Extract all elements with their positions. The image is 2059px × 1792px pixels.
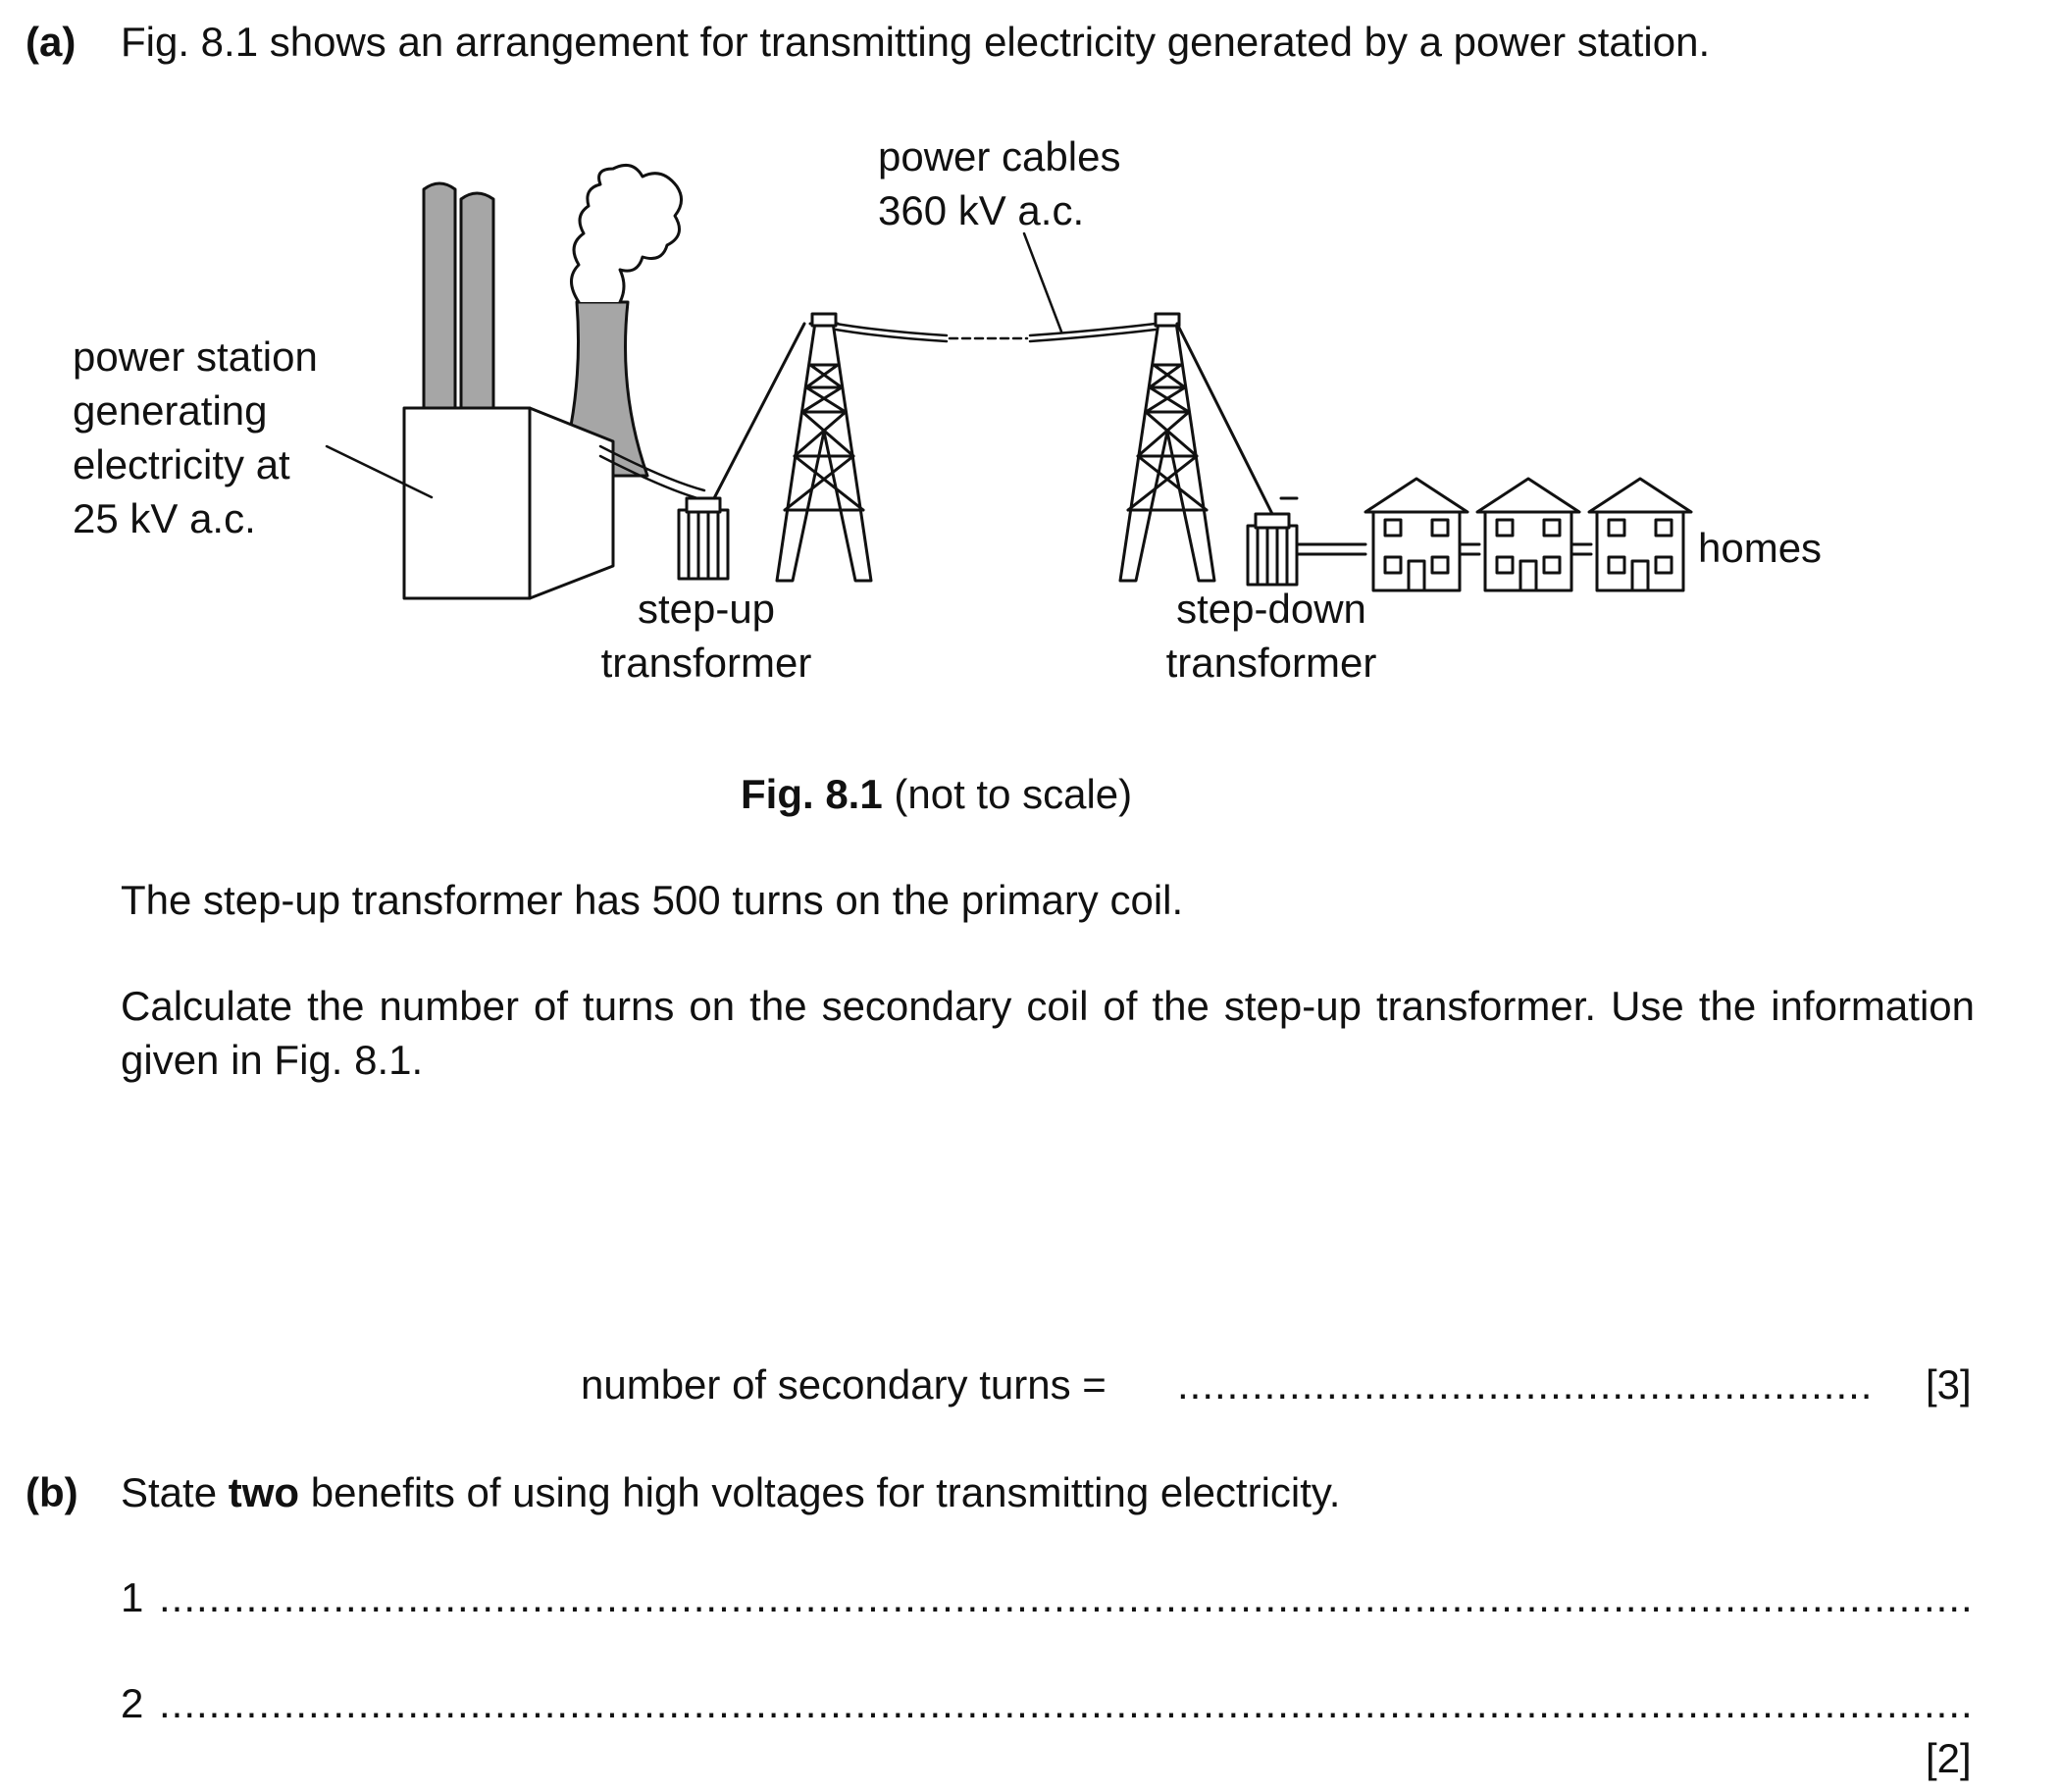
- part-a-intro: Fig. 8.1 shows an arrangement for transm…: [121, 19, 1711, 65]
- label-power-cables: power cables 360 kV a.c.: [878, 133, 1121, 233]
- part-b-marker: (b): [26, 1469, 78, 1515]
- fig-8-1-diagram: [325, 163, 1693, 600]
- answer-label: number of secondary turns =: [581, 1361, 1107, 1408]
- answer-line-1-number: 1: [121, 1574, 144, 1620]
- figure-caption: Fig. 8.1 (not to scale): [741, 771, 1133, 817]
- question-calc-text: Calculate the number of turns on the sec…: [121, 983, 1975, 1083]
- step-down-transformer-icon: [1246, 496, 1299, 587]
- marks-b: [2]: [1926, 1735, 1972, 1781]
- answer-line-2-number: 2: [121, 1680, 144, 1726]
- pylon-left: [775, 312, 873, 583]
- power-station-building: [402, 406, 615, 600]
- power-cables-pointer: [1022, 231, 1063, 333]
- question-turns-text: The step-up transformer has 500 turns on…: [121, 877, 1184, 923]
- label-power-station: power station generating electricity at …: [73, 333, 318, 541]
- part-a-marker: (a): [26, 19, 77, 65]
- steam-cloud: [570, 163, 683, 304]
- label-step-up-transformer: step-up transformer: [600, 586, 812, 686]
- label-homes: homes: [1698, 525, 1823, 571]
- answer-input-line[interactable]: ........................................…: [1177, 1364, 1874, 1406]
- answer-line-1[interactable]: ........................................…: [159, 1577, 1974, 1618]
- part-b-text: State two benefits of using high voltage…: [121, 1469, 1341, 1515]
- answer-line-2[interactable]: ........................................…: [159, 1683, 1974, 1724]
- step-up-transformer-icon: [677, 496, 730, 581]
- marks-a: [3]: [1926, 1361, 1972, 1408]
- chimneys: [422, 181, 495, 410]
- label-step-down-transformer: step-down transformer: [1165, 586, 1377, 686]
- homes-icon: [1364, 477, 1693, 592]
- pylon-right: [1118, 312, 1216, 583]
- power-cables: [834, 322, 949, 337]
- power-station-pointer: [325, 444, 434, 499]
